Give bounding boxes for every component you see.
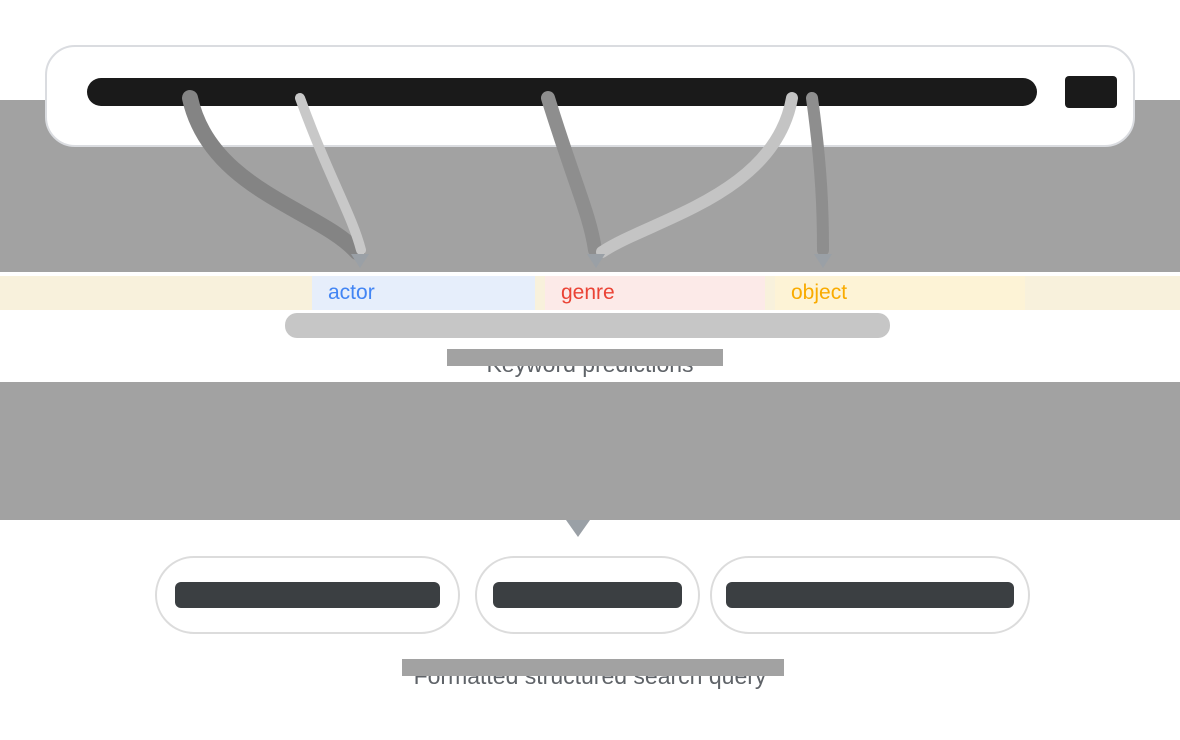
redacted-query-text: [87, 78, 1037, 106]
search-bar[interactable]: [45, 45, 1135, 147]
redacted-prediction-text: [493, 582, 682, 608]
keyword-chip-object: object: [775, 276, 1025, 310]
prediction-oval-actor: [155, 556, 460, 634]
prediction-oval-object: [710, 556, 1030, 634]
keyword-chip-actor: actor: [312, 276, 535, 310]
redacted-text-line: [285, 313, 890, 338]
keyword-label-genre: genre: [561, 281, 615, 304]
redaction-strip: [402, 659, 784, 676]
redacted-region-middle: [0, 382, 1180, 520]
arrow-down-icon: [814, 254, 832, 268]
prediction-oval-genre: [475, 556, 700, 634]
redacted-prediction-text: [726, 582, 1014, 608]
redaction-strip: [447, 349, 723, 366]
keyword-chip-genre: genre: [545, 276, 765, 310]
keyword-label-actor: actor: [328, 281, 375, 304]
redacted-query-icon: [1065, 76, 1117, 108]
keyword-label-object: object: [791, 281, 848, 304]
arrow-down-icon: [587, 254, 605, 268]
big-down-arrow-icon: [566, 520, 590, 537]
arrow-down-icon: [351, 254, 369, 268]
redacted-prediction-text: [175, 582, 440, 608]
